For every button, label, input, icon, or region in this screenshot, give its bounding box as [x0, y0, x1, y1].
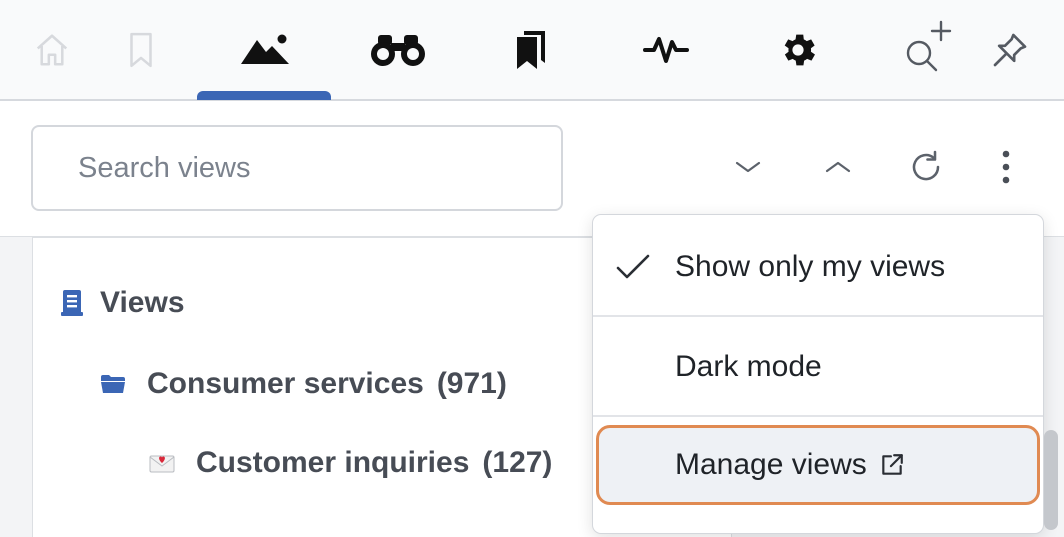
folder-label: Consumer services [147, 367, 424, 400]
menu-label-show-only-my-views: Show only my views [675, 250, 946, 283]
tree-root-views[interactable]: Views [61, 286, 185, 320]
options-dropdown-menu: Show only my views Dark mode Manage view… [592, 214, 1044, 534]
refresh-button[interactable] [904, 145, 948, 189]
home-icon [36, 34, 68, 66]
top-nav-bar [0, 0, 1064, 101]
refresh-icon [912, 150, 940, 181]
tab-bookmark[interactable] [113, 0, 169, 100]
external-link-icon [882, 454, 903, 475]
gear-icon [784, 34, 815, 66]
more-options-button[interactable] [984, 145, 1028, 189]
menu-label-manage-views: Manage views [675, 448, 867, 481]
expand-all-button[interactable] [726, 145, 770, 189]
tab-settings[interactable] [764, 0, 832, 100]
active-tab-indicator [197, 91, 331, 100]
tab-home[interactable] [22, 0, 82, 100]
search-plus-icon [906, 20, 952, 72]
pin-icon [993, 33, 1027, 67]
love-letter-icon [149, 455, 175, 473]
folder-icon [101, 375, 125, 393]
menu-divider [593, 415, 1043, 417]
collapse-all-button[interactable] [816, 145, 860, 189]
menu-item-show-only-my-views[interactable]: Show only my views [593, 217, 1043, 317]
search-views-input[interactable] [31, 125, 563, 211]
tab-pin[interactable] [982, 0, 1038, 100]
chevron-down-icon [735, 161, 761, 173]
bookmark-icon [130, 32, 152, 68]
tab-activity[interactable] [632, 0, 700, 100]
more-vertical-icon [1002, 150, 1010, 184]
tab-search-add[interactable] [890, 0, 960, 100]
image-icon [241, 34, 289, 64]
views-icon [61, 290, 83, 316]
menu-item-manage-views[interactable]: Manage views [596, 425, 1040, 505]
menu-divider [593, 315, 1043, 317]
bookmarks-icon [517, 31, 545, 69]
activity-icon [643, 37, 689, 63]
item-count: (127) [482, 446, 553, 479]
item-label: Customer inquiries [196, 446, 470, 479]
scrollbar-thumb[interactable] [1044, 430, 1058, 530]
tree-folder-consumer-services[interactable]: Consumer services (971) [100, 367, 507, 401]
tree-item-customer-inquiries[interactable]: Customer inquiries (127) [149, 446, 552, 480]
tab-bookmarks[interactable] [500, 0, 562, 100]
check-icon [616, 254, 650, 279]
binoculars-icon [371, 35, 425, 66]
menu-label-dark-mode: Dark mode [675, 350, 822, 383]
menu-item-dark-mode[interactable]: Dark mode [593, 317, 1043, 417]
tab-images[interactable] [225, 0, 305, 100]
tree-root-label: Views [100, 286, 185, 319]
folder-count: (971) [436, 367, 507, 400]
chevron-up-icon [825, 161, 851, 173]
tab-binoculars[interactable] [362, 0, 434, 100]
